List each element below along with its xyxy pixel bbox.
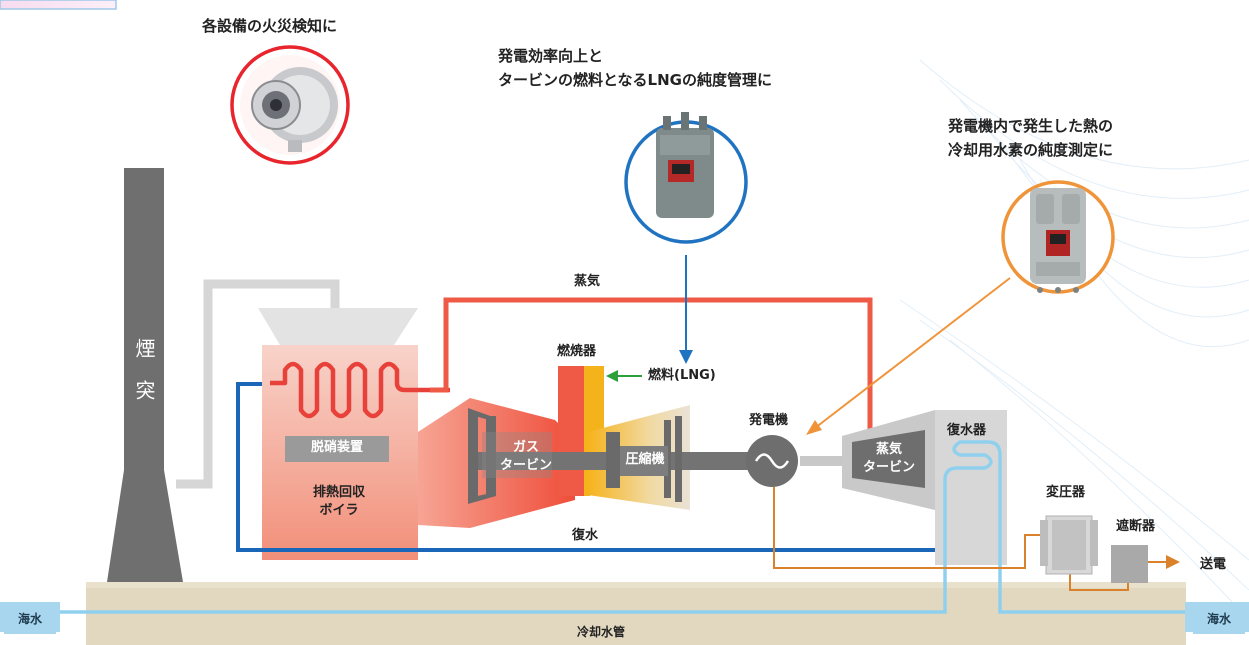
hydrogen-analyzer-icon [1001, 180, 1115, 294]
condenser-coil [943, 440, 1002, 565]
transmission-label: 送電 [1200, 557, 1227, 572]
boiler-label-line2: ボイラ [319, 503, 359, 518]
gas-turbine-blades [468, 408, 496, 504]
condensate-line [236, 382, 940, 552]
chimney-label: 煙突 [132, 338, 156, 422]
caption-hydrogen-line2: 冷却用水素の純度測定に [948, 141, 1114, 159]
denitration-unit [285, 436, 389, 462]
compressor-label: 圧縮機 [625, 452, 665, 467]
boiler-hood [258, 308, 418, 345]
exhaust-duct [176, 279, 340, 489]
transformer-label: 変圧器 [1046, 485, 1086, 500]
steam-turbine-label-line1: 蒸気 [875, 442, 902, 457]
boiler-coil [270, 361, 450, 419]
combustor-red [558, 366, 584, 496]
steam-turbine-core [852, 430, 925, 488]
hydrogen-callout-arrow [806, 420, 822, 435]
fuel-label: 燃料(LNG) [648, 368, 716, 383]
seawater-right-tag: 海水 [1193, 602, 1245, 634]
gas-turbine-label-line2: タービン [499, 458, 552, 473]
cooling-pipe-label: 冷却水管 [577, 625, 626, 639]
steam-line [430, 297, 873, 430]
power-output-line [773, 487, 1048, 569]
caption-hydrogen-line1: 発電機内で発生した熱の [948, 117, 1114, 135]
caption-fire-detection: 各設備の火災検知に [202, 17, 338, 35]
chimney [107, 168, 183, 582]
ac-sine-wave-icon [754, 453, 790, 469]
condenser-label: 復水器 [947, 423, 987, 438]
gas-turbine-label-line1: ガス [512, 440, 539, 455]
steam-turbine-label-line2: タービン [862, 460, 915, 475]
hydrogen-callout-line [814, 277, 1011, 429]
gas-analyzer-icon [624, 112, 748, 244]
transformer [1040, 515, 1098, 575]
flame-detector-icon [230, 45, 350, 165]
lng-callout-arrow [679, 350, 693, 364]
fuel-inlet-arrow [606, 370, 618, 382]
denitration-label: 脱硝装置 [310, 440, 363, 455]
caption-lng-line2: タービンの燃料となるLNGの純度管理に [498, 71, 772, 89]
combustor-label: 燃焼器 [557, 344, 597, 359]
seawater-left-tag: 海水 [4, 602, 56, 634]
caption-lng-line1: 発電効率向上と [498, 47, 604, 65]
condenser [935, 410, 1007, 565]
generator-shaft [800, 456, 864, 466]
steam-label: 蒸気 [574, 274, 601, 289]
breaker-label: 遮断器 [1116, 519, 1156, 534]
circuit-breaker [1111, 545, 1148, 583]
condensate-label: 復水 [572, 528, 599, 543]
transmission-arrow [1166, 555, 1180, 569]
generator-label: 発電機 [749, 413, 789, 428]
boiler-label-line1: 排熱回収 [312, 485, 365, 500]
corner-decoration [0, 0, 117, 10]
